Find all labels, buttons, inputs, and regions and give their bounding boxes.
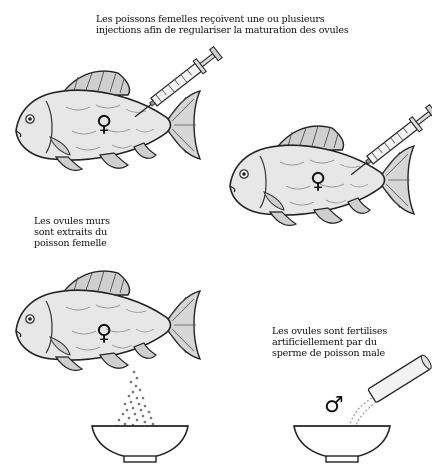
female-symbol-3: ♀ [96,321,112,346]
bowl-eggs [92,426,188,462]
tube-sperm [350,354,432,426]
egg-stream [116,371,155,429]
bowl-fertilization [294,426,390,462]
female-symbol-1: ♀ [96,112,112,137]
male-symbol: ♂ [324,393,344,418]
female-symbol-2: ♀ [310,169,326,194]
